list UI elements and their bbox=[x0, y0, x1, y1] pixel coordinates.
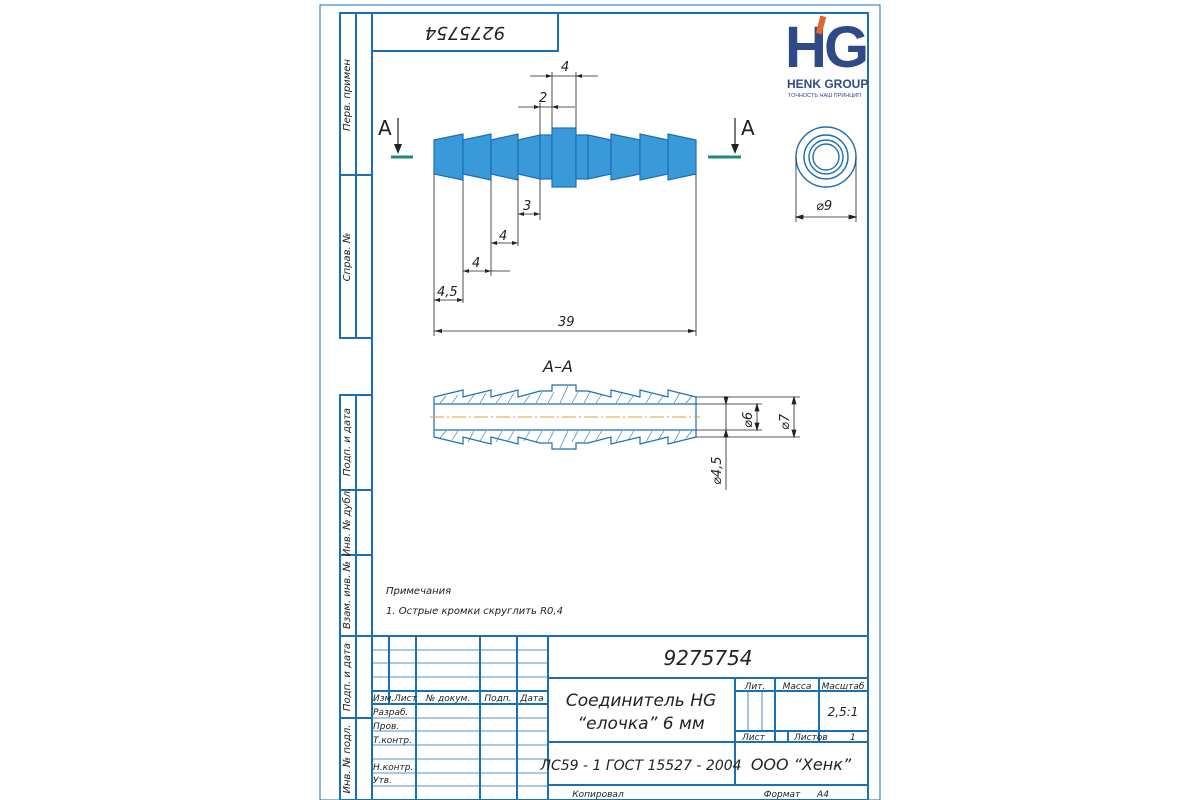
role-razrab: Разраб. bbox=[373, 708, 408, 718]
dim-section-dia7: ⌀7 bbox=[778, 413, 793, 430]
section-dimension-lines bbox=[696, 395, 800, 490]
part-name-line2: “елочка” 6 мм bbox=[577, 714, 705, 734]
dim-top-4: 4 bbox=[561, 60, 569, 75]
title-block bbox=[372, 635, 868, 800]
section-marker-right: A bbox=[708, 116, 755, 159]
dim-39: 39 bbox=[558, 315, 575, 330]
strip-inv-podl: Инв. № подл. bbox=[342, 725, 353, 794]
connector-side-view bbox=[433, 127, 697, 188]
part-name-line1: Соединитель HG bbox=[566, 691, 716, 711]
dim-section-dia6: ⌀6 bbox=[741, 412, 756, 428]
doc-number: 9275754 bbox=[663, 646, 752, 670]
dimension-arrows bbox=[434, 74, 696, 333]
material-spec: ЛС59 - 1 ГОСТ 15527 - 2004 bbox=[539, 758, 741, 774]
strip-inv-dubl: Инв. № дубл. bbox=[341, 488, 353, 556]
logo-mark-g: G bbox=[824, 15, 869, 80]
henk-group-logo: H G HENK GROUP ТОЧНОСТЬ НАШ ПРИНЦИП bbox=[785, 15, 869, 99]
massa-label: Масса bbox=[783, 682, 812, 692]
top-stamp-box: 9275754 bbox=[371, 12, 559, 52]
strip-sprav-no: Справ. № bbox=[342, 233, 353, 282]
dimension-lines-top bbox=[433, 72, 697, 336]
connector-end-view bbox=[795, 126, 857, 188]
notes-line-1: 1. Острые кромки скруглить R0,4 bbox=[386, 606, 563, 617]
role-nkontr: Н.контр. bbox=[373, 763, 413, 773]
role-utv: Утв. bbox=[373, 776, 392, 786]
dim-top-2: 2 bbox=[539, 91, 547, 106]
outer-page-border bbox=[319, 4, 881, 800]
scale-value: 2,5:1 bbox=[828, 705, 859, 719]
logo-tagline: ТОЧНОСТЬ НАШ ПРИНЦИП bbox=[788, 93, 861, 99]
format-label: Формат bbox=[764, 790, 801, 800]
section-letter-left: A bbox=[378, 116, 392, 140]
kopiroval-label: Копировал bbox=[572, 790, 624, 800]
dim-4-a: 4 bbox=[499, 229, 507, 244]
company-name: ООО “Хенк” bbox=[751, 755, 852, 774]
logo-company: HENK GROUP bbox=[787, 77, 868, 91]
hdr-list: Лист bbox=[393, 694, 418, 704]
listov-value: 1 bbox=[850, 733, 856, 743]
listov-label: Листов bbox=[793, 733, 828, 743]
hdr-no-dokum: № докум. bbox=[425, 694, 470, 704]
dim-end-view-dia: ⌀9 bbox=[816, 199, 832, 214]
section-marker-left: A bbox=[378, 116, 413, 159]
role-prov: Пров. bbox=[373, 722, 399, 732]
dim-4-b: 4 bbox=[472, 256, 480, 271]
hdr-podp: Подп. bbox=[484, 694, 511, 704]
hdr-izm: Изм. bbox=[373, 694, 394, 704]
strip-vzam-inv: Взам. инв. № bbox=[342, 561, 353, 629]
hdr-data: Дата bbox=[519, 694, 543, 704]
title-block-thin-lines bbox=[372, 649, 763, 787]
strip-podp-data-2: Подп. и дата bbox=[342, 643, 353, 711]
strip-podp-data-1: Подп. и дата bbox=[342, 408, 353, 476]
role-tkontr: Т.контр. bbox=[373, 736, 412, 746]
section-title: A–A bbox=[542, 357, 573, 376]
format-value: А4 bbox=[816, 790, 829, 800]
dim-3: 3 bbox=[523, 199, 531, 214]
masshtab-label: Масштаб bbox=[822, 682, 865, 692]
left-strip bbox=[339, 12, 373, 800]
dim-section-dia4-5: ⌀4,5 bbox=[710, 456, 725, 485]
logo-accent-bar bbox=[815, 15, 827, 35]
strip-perv-primen: Перв. примен bbox=[342, 59, 353, 131]
list-label: Лист bbox=[741, 733, 766, 743]
top-stamp-number: 9275754 bbox=[425, 22, 505, 43]
end-view-dimension bbox=[794, 157, 858, 222]
section-hatching bbox=[439, 385, 693, 449]
lit-label: Лит. bbox=[744, 682, 766, 692]
dim-4-5: 4,5 bbox=[437, 285, 458, 300]
notes-heading: Примечания bbox=[386, 586, 451, 597]
section-letter-right: A bbox=[741, 116, 755, 140]
